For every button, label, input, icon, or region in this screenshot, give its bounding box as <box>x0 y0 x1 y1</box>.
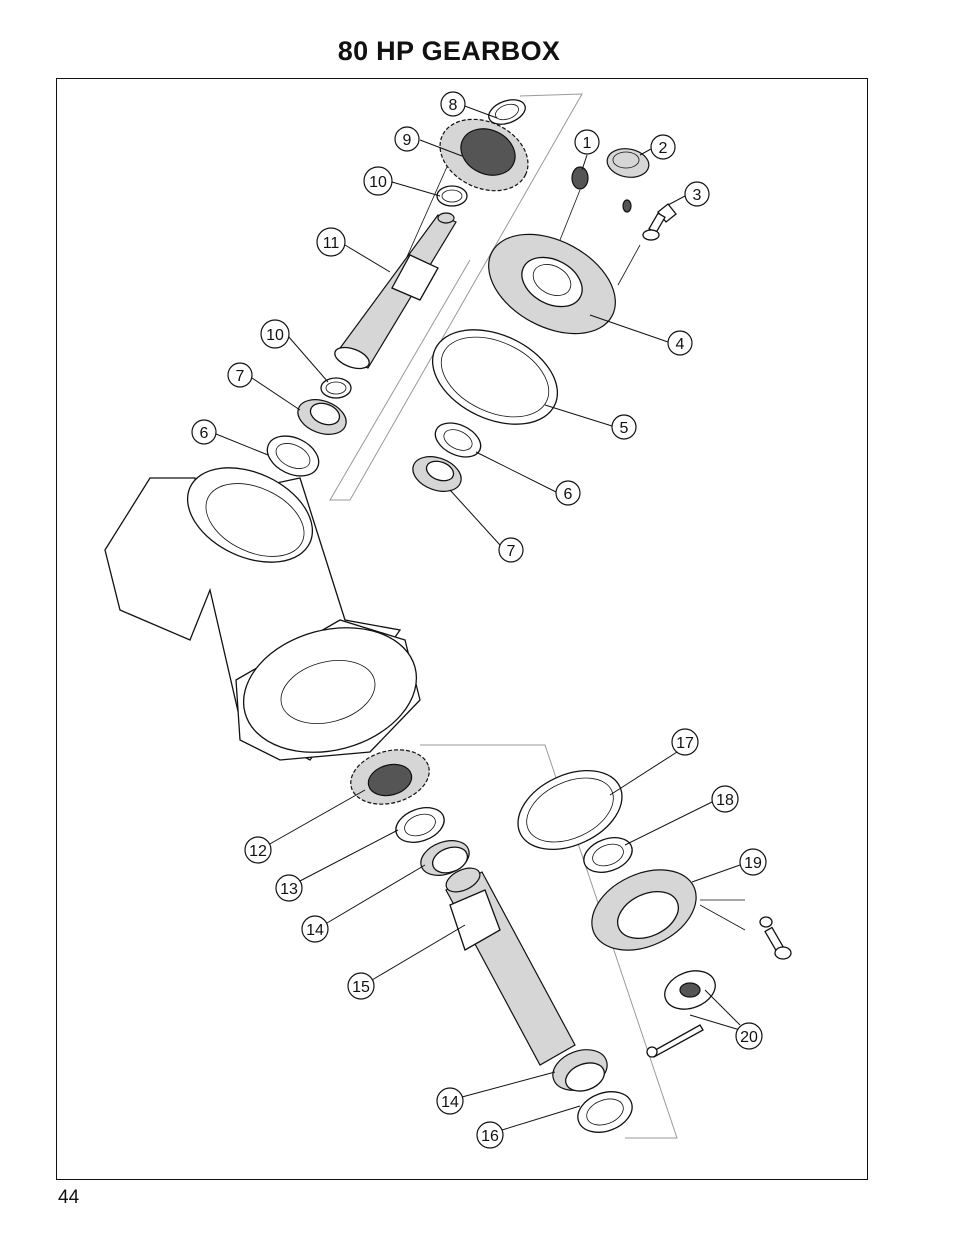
callout-15: 15 <box>347 972 375 1000</box>
callout-19: 19 <box>739 848 767 876</box>
part-14-bearing-cone <box>420 840 470 876</box>
part-3-bolt <box>622 199 677 241</box>
callout-3: 3 <box>684 181 710 207</box>
part-17-gasket <box>517 770 623 850</box>
leader-lines <box>215 104 741 1131</box>
callout-2: 2 <box>650 134 676 160</box>
callout-14-lower: 14 <box>436 1087 464 1115</box>
callout-label: 7 <box>236 368 245 385</box>
callout-5: 5 <box>611 414 637 440</box>
part-13-bearing-cup <box>395 807 445 843</box>
callout-label: 10 <box>369 174 387 191</box>
part-19-cover-plate <box>591 869 697 951</box>
callout-label: 5 <box>620 420 629 437</box>
part-6-bearing-cup <box>266 435 320 477</box>
page-number: 44 <box>58 1187 80 1208</box>
part-19-bolt <box>759 916 792 960</box>
callout-6-right: 6 <box>555 480 581 506</box>
callout-6-upper: 6 <box>191 419 217 445</box>
callout-label: 7 <box>507 543 516 560</box>
callout-11: 11 <box>316 227 346 257</box>
callout-label: 8 <box>449 97 458 114</box>
callout-label: 12 <box>249 843 267 860</box>
part-15-output-shaft <box>445 867 576 1066</box>
callout-label: 3 <box>693 187 702 204</box>
callout-label: 18 <box>716 792 734 809</box>
callout-17: 17 <box>671 728 699 756</box>
callout-16: 16 <box>476 1121 504 1149</box>
part-10-snap-ring <box>436 185 468 207</box>
callout-label: 2 <box>659 140 668 157</box>
callout-7-upper: 7 <box>227 362 253 388</box>
part-6-bearing-cup-right <box>434 422 482 458</box>
part-11-input-shaft <box>334 212 457 370</box>
part-2-cap <box>606 148 650 178</box>
part-5-gasket <box>431 329 559 425</box>
callout-4: 4 <box>667 330 693 356</box>
part-4-bearing-housing <box>488 233 616 335</box>
callout-20: 20 <box>735 1022 763 1050</box>
part-12-bevel-gear <box>350 749 430 805</box>
callout-label: 14 <box>306 922 324 939</box>
part-14-bearing-cone-lower <box>552 1049 608 1092</box>
part-20-castle-nut <box>646 970 716 1058</box>
part-1-breather <box>571 166 589 190</box>
part-16-bearing-cup <box>577 1091 633 1133</box>
callout-9: 9 <box>394 126 420 152</box>
callout-label: 1 <box>583 135 592 152</box>
part-9-bevel-gear <box>439 118 529 192</box>
part-7-bearing-cone <box>297 399 347 435</box>
callout-12: 12 <box>244 836 272 864</box>
callout-13: 13 <box>275 874 303 902</box>
callout-label: 10 <box>266 327 284 344</box>
callout-label: 15 <box>352 979 370 996</box>
callout-label: 14 <box>441 1094 459 1111</box>
callout-label: 16 <box>481 1128 499 1145</box>
callout-label: 13 <box>280 881 298 898</box>
callout-label: 6 <box>200 425 209 442</box>
callout-10-top: 10 <box>363 166 393 196</box>
callout-7-right: 7 <box>498 537 524 563</box>
callout-8: 8 <box>440 91 466 117</box>
callout-label: 17 <box>676 735 694 752</box>
gearbox-housing <box>104 467 421 761</box>
part-8-bearing-cup <box>488 99 526 125</box>
callout-14-upper: 14 <box>301 915 329 943</box>
callout-label: 19 <box>744 855 762 872</box>
part-18-bearing-cup <box>583 837 633 873</box>
part-7-bearing-cone-right <box>412 456 462 492</box>
part-10-snap-ring-lower <box>320 377 352 399</box>
callout-label: 9 <box>403 132 412 149</box>
callout-10-lower: 10 <box>260 319 290 349</box>
callout-label: 11 <box>323 235 340 252</box>
callout-label: 6 <box>564 486 573 503</box>
page-title: 80 HP GEARBOX <box>337 36 561 66</box>
diagram-frame <box>56 78 868 1180</box>
callout-label: 20 <box>740 1029 758 1046</box>
callout-1: 1 <box>574 129 600 155</box>
callout-label: 4 <box>676 336 685 353</box>
callout-18: 18 <box>711 785 739 813</box>
